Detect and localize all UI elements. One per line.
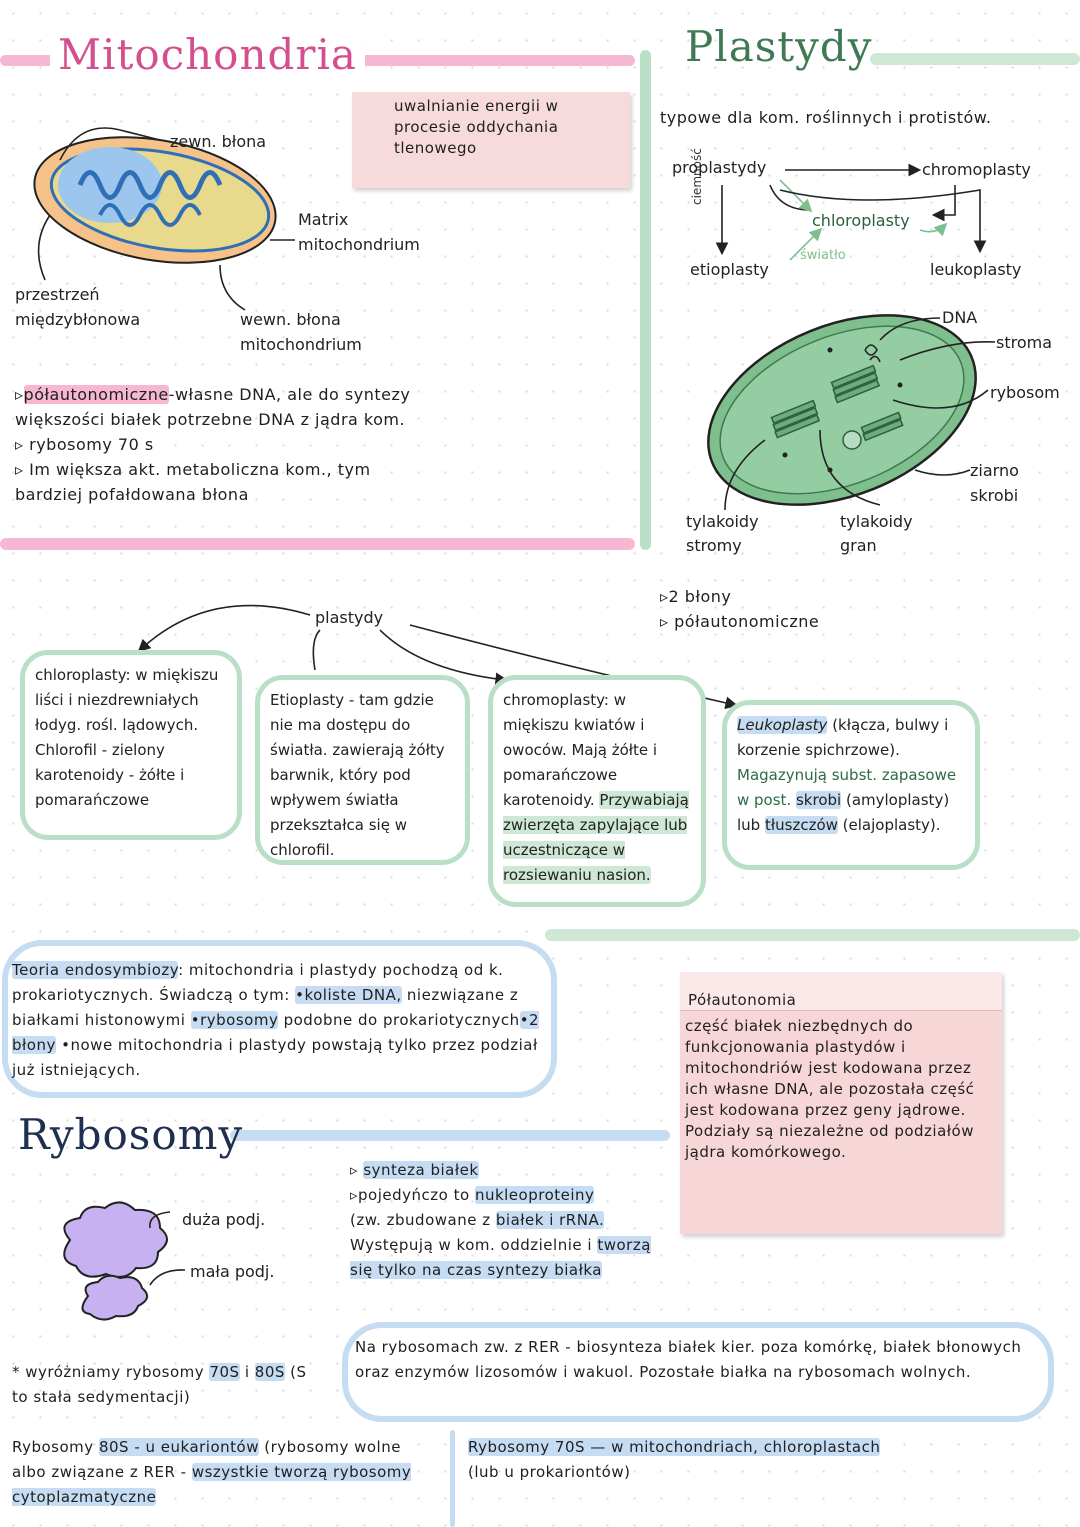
flow-proplastids: proplastydy — [672, 158, 767, 177]
plastid-section-bottom-bar — [545, 929, 1080, 941]
mito-note-semiautonomous: ▹półautonomiczne-własne DNA, ale do synt… — [15, 385, 411, 429]
flow-light: światło — [800, 248, 846, 263]
mito-notes: ▹półautonomiczne-własne DNA, ale do synt… — [15, 382, 425, 507]
flow-chromoplasts: chromoplasty — [922, 160, 1031, 179]
ribosome-title-underline — [230, 1130, 670, 1141]
endosymbiosis-text: Teoria endosymbiozy: mitochondria i plas… — [12, 961, 540, 1079]
ribosome-point-nucleoproteins: ▹pojedyńczo to nukleoproteiny — [350, 1186, 595, 1204]
plastid-title: Plastydy — [685, 22, 873, 71]
rer-text: Na rybosomach zw. z RER - biosynteza bia… — [355, 1338, 1022, 1381]
rer-box — [342, 1322, 1054, 1422]
chloroplast-label-grana-thylakoids: tylakoidy gran — [840, 512, 913, 555]
plastid-fact-semiautonomous: ▹ półautonomiczne — [660, 612, 820, 631]
card-chloroplasts: chloroplasty: w miękiszu liści i niezdre… — [20, 650, 242, 840]
ribosome-eukaryotes: Rybosomy 80S - u eukariontów (rybosomy w… — [12, 1438, 412, 1506]
leader-inner-membrane — [219, 264, 246, 311]
ribosome-point-built: (zw. zbudowane z białek i rRNA. — [350, 1211, 605, 1229]
ribosome-prokaryotes: Rybosomy 70S — w mitochondriach, chlorop… — [468, 1438, 881, 1481]
card-leucoplasts: Leukoplasty (kłącza, bulwy i korzenie sp… — [722, 700, 980, 870]
mitochondrion-matrix — [58, 147, 162, 223]
plastid-types-root: plastydy — [315, 608, 384, 627]
chloroplast-label-stroma: stroma — [996, 333, 1053, 352]
ribosome-points: ▹ synteza białek ▹pojedyńczo to nukleopr… — [350, 1158, 670, 1283]
mito-note-folding: ▹ Im większa akt. metaboliczna kom., tym… — [15, 460, 371, 504]
ribosome-large-subunit — [63, 1201, 168, 1278]
card-etioplasts: Etioplasty - tam gdzie nie ma dostępu do… — [255, 675, 470, 865]
mito-function-note: uwalnianie energii w procesie oddychania… — [352, 92, 630, 188]
chloroplast-label-stroma-thylakoids: tylakoidy stromy — [686, 512, 759, 555]
mito-note-ribosomes: ▹ rybosomy 70 s — [15, 435, 154, 454]
leader-stroma — [899, 341, 996, 361]
label-intermembrane: przestrzeń międzybłonowa — [15, 285, 141, 329]
chloroplast-label-ribosome: rybosom — [990, 383, 1060, 402]
label-large-subunit: duża podj. — [182, 1210, 266, 1229]
semiautonomy-note-header — [680, 972, 1002, 1011]
mito-title: Mitochondria — [50, 30, 365, 79]
label-outer-membrane: zewn. błona — [170, 132, 267, 151]
flow-leucoplasts: leukoplasty — [930, 260, 1022, 279]
flow-etioplasts: etioplasty — [690, 260, 769, 279]
ribosome-small-subunit — [81, 1274, 149, 1321]
ribosome-point-occur: Występują w kom. oddzielnie i tworzą się… — [350, 1236, 651, 1279]
leader-intermembrane — [37, 214, 51, 281]
mito-section-bottom-bar — [0, 538, 635, 550]
chloroplast-label-starch: ziarno skrobi — [970, 461, 1019, 505]
leader-starch — [914, 469, 971, 476]
leader-dna — [879, 317, 941, 341]
label-inner-membrane: wewn. błona mitochondrium — [240, 310, 362, 354]
endosymbiosis-box — [2, 940, 557, 1098]
leader-large-subunit — [149, 1211, 171, 1229]
plastid-title-underline — [870, 53, 1080, 65]
semiautonomy-title: Półautonomia — [688, 991, 797, 1009]
leader-grana-thylakoids — [819, 429, 881, 506]
card-chromoplasts: chromoplasty: w miękiszu kwiatów i owocó… — [488, 675, 706, 907]
ribosome-point-synthesis: ▹ synteza białek — [350, 1161, 479, 1179]
plastid-fact-membranes: ▹2 błony — [660, 587, 732, 606]
semiautonomy-text: część białek niezbędnych do funkcjonowan… — [685, 1017, 975, 1161]
mitochondrion-cristae — [77, 170, 223, 200]
grana-stacks — [770, 364, 904, 442]
label-small-subunit: mała podj. — [190, 1262, 275, 1281]
ribosome-types: * wyróżniamy rybosomy 70S i 80S (S to st… — [12, 1363, 307, 1406]
label-matrix: Matrix mitochondrium — [298, 210, 420, 254]
leader-stroma-thylakoids — [724, 439, 766, 511]
plastid-facts: ▹2 błony ▹ półautonomiczne — [660, 584, 819, 634]
mito-section-divider-vertical — [640, 50, 651, 550]
leader-outer-membrane — [59, 127, 161, 161]
ribosome-divider-vertical — [450, 1430, 455, 1527]
leader-small-subunit — [149, 1269, 186, 1286]
ribosome-title: Rybosomy — [18, 1110, 244, 1159]
leader-ribosome — [892, 389, 989, 409]
flow-chloroplasts: chloroplasty — [812, 211, 910, 230]
starch-grain — [842, 430, 862, 450]
plastid-subtitle: typowe dla kom. roślinnych i protistów. — [660, 108, 992, 127]
semiautonomy-note: Półautonomia część białek niezbędnych do… — [680, 972, 1002, 1234]
chloroplast-label-dna: DNA — [942, 308, 978, 327]
